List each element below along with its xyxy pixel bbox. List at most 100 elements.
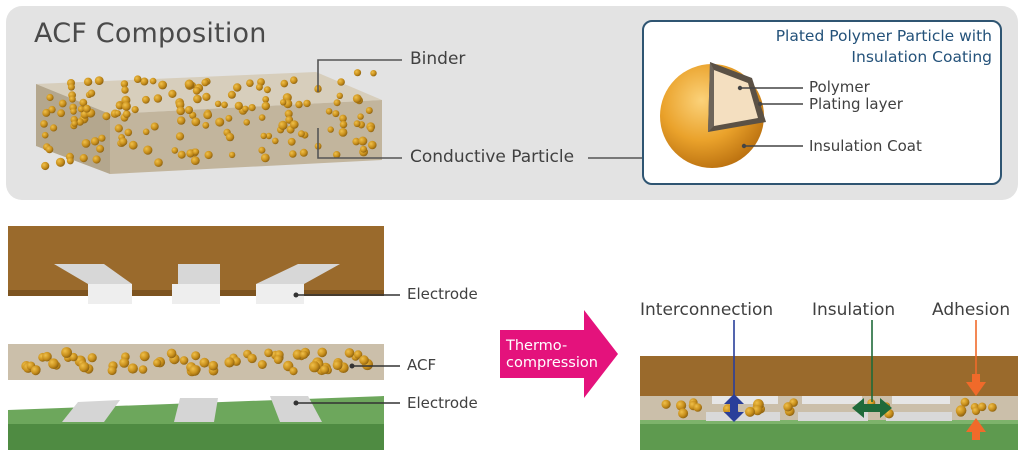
electrode-top-label: Electrode: [407, 285, 478, 303]
particle: [745, 406, 755, 417]
adhesion-arrow-up: [966, 418, 986, 432]
particle: [30, 365, 41, 376]
particle: [247, 353, 257, 364]
interconnection-label: Interconnection: [640, 300, 774, 320]
particle: [186, 149, 195, 158]
particle: [79, 361, 90, 373]
particle: [128, 140, 138, 150]
adhesion-label: Adhesion: [932, 300, 1011, 320]
bonded-bottom-substrate: [640, 420, 1018, 450]
particle: [138, 365, 148, 374]
particle: [367, 125, 375, 133]
particle: [284, 109, 293, 118]
thermo-line1: Thermo-: [506, 338, 568, 354]
bonded-top-electrode-1: [712, 396, 778, 404]
bottom-electrode-1: [62, 400, 120, 422]
particle-leader: [317, 128, 402, 159]
particle: [352, 137, 361, 146]
particle: [260, 153, 270, 163]
particle: [353, 69, 362, 77]
particle: [153, 358, 162, 368]
particle: [325, 108, 333, 115]
particle: [121, 86, 129, 94]
particle: [359, 355, 369, 365]
particle: [119, 357, 130, 368]
particle: [199, 357, 210, 368]
particle: [280, 99, 287, 106]
particle: [191, 117, 201, 127]
particle: [353, 350, 363, 359]
bonded-top-electrode-3: [892, 396, 950, 404]
particle: [339, 120, 348, 129]
particle: [77, 105, 85, 113]
acf-label: ACF: [407, 356, 437, 374]
particle: [204, 111, 212, 120]
particle: [143, 145, 153, 155]
particle: [336, 92, 343, 99]
particle: [55, 157, 66, 167]
bonded-bottom-electrode-1: [706, 412, 780, 421]
page-title: ACF Composition: [34, 18, 267, 49]
particle: [191, 351, 201, 361]
particle: [189, 365, 201, 376]
particle: [79, 154, 88, 163]
polymer-label: Polymer: [809, 78, 870, 96]
particle: [233, 83, 242, 92]
particle: [94, 76, 104, 85]
particle: [257, 360, 267, 369]
particle: [66, 157, 74, 165]
particle: [168, 89, 177, 98]
particle: [184, 79, 194, 89]
conductive-particle-label: Conductive Particle: [410, 147, 575, 167]
particle: [214, 100, 222, 107]
particle: [81, 139, 91, 148]
particle: [92, 155, 101, 164]
particle: [332, 360, 343, 371]
particle: [290, 76, 298, 84]
bonded-assembly-diagram: [640, 320, 1018, 450]
particle: [955, 405, 967, 416]
particle: [370, 70, 377, 77]
particle: [115, 101, 124, 110]
particle: [357, 113, 364, 120]
particle: [297, 130, 305, 138]
particle: [661, 399, 671, 409]
particle: [107, 366, 117, 376]
particle: [46, 93, 54, 102]
particle: [57, 109, 65, 118]
particle: [678, 408, 689, 419]
particle: [177, 150, 186, 159]
particle: [272, 137, 279, 145]
particle: [204, 150, 213, 160]
particle: [41, 161, 50, 171]
binder-leader: [317, 59, 402, 92]
particle: [676, 400, 687, 411]
bonded-top-electrode-2: [802, 396, 862, 404]
particle: [339, 114, 347, 123]
particle: [224, 357, 235, 368]
top-electrode-2: [178, 264, 220, 284]
particle: [67, 83, 75, 91]
particle: [365, 107, 373, 114]
particle: [193, 94, 202, 104]
particle: [98, 134, 106, 142]
particle: [41, 131, 49, 139]
particle: [221, 101, 228, 109]
particle: [320, 365, 330, 375]
particle: [158, 80, 168, 90]
particle: [280, 79, 289, 88]
particle: [292, 349, 303, 360]
bottom-electrode-2: [174, 398, 218, 422]
particle: [360, 145, 367, 153]
particle: [303, 99, 311, 108]
particle: [124, 128, 133, 137]
particle: [225, 114, 233, 122]
particle: [139, 351, 150, 362]
particle: [83, 104, 91, 113]
particle: [988, 403, 997, 412]
bonded-bottom-electrode-3: [886, 412, 952, 421]
particle: [308, 361, 320, 373]
particle: [131, 106, 139, 114]
particle: [208, 360, 218, 371]
